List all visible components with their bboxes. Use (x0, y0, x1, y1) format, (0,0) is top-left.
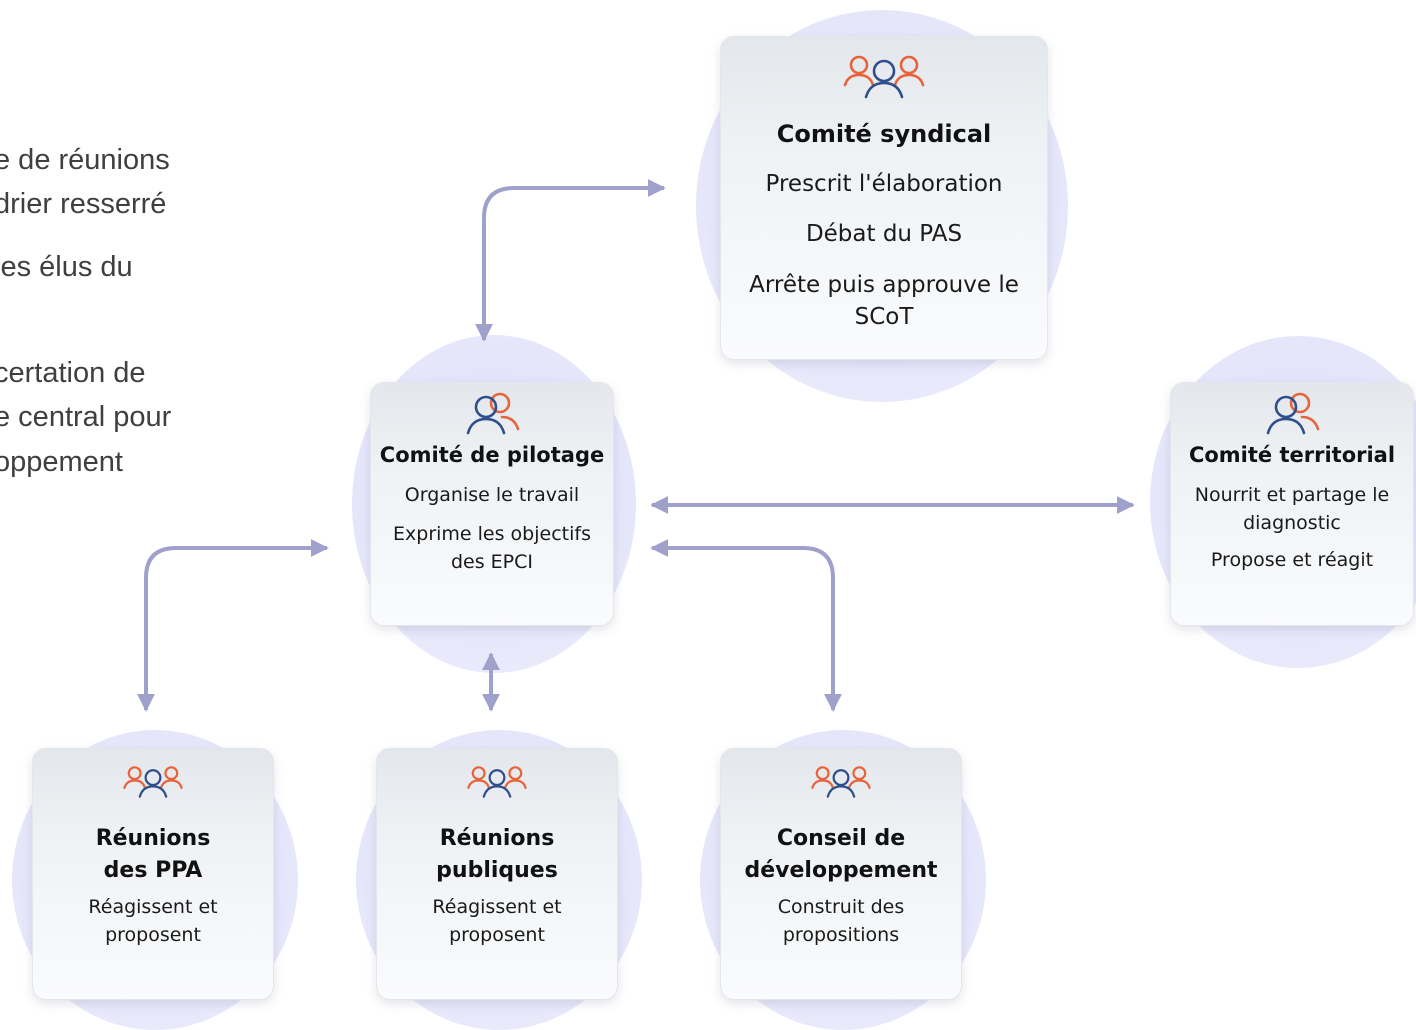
node-reunions-ppa: Réunions des PPA Réagissent et proposent (32, 748, 274, 1000)
group-three-people-icon (467, 766, 527, 798)
connectors (137, 179, 1135, 712)
intro-line: e central pour (0, 401, 172, 433)
two-people-icon (1266, 392, 1320, 435)
node-title: Conseil de développement (744, 826, 938, 883)
node-line: Débat du PAS (805, 221, 963, 247)
node-title: Réunions publiques (436, 826, 558, 883)
connector-pilotage-syndical (475, 179, 666, 342)
node-line: Propose et réagit (1210, 549, 1374, 571)
group-three-people-icon (811, 766, 871, 798)
node-comite-territorial: Comité territorial Nourrit et partage le… (1170, 382, 1414, 626)
node-line: Organise le travail (404, 484, 580, 506)
node-line: Prescrit l'élaboration (765, 171, 1003, 197)
group-three-people-icon (843, 55, 925, 99)
node-conseil-developpement: Conseil de développement Construit des p… (720, 748, 962, 1000)
node-line: Nourrit et partage le diagnostic (1194, 484, 1390, 534)
intro-line: oppement (0, 446, 123, 478)
node-reunions-publiques: Réunions publiques Réagissent et propose… (376, 748, 618, 1000)
node-line: Réagissent et proposent (432, 896, 562, 946)
intro-line: certation de (0, 357, 146, 389)
node-title: Comité territorial (1188, 443, 1396, 467)
node-line: Construit des propositions (777, 896, 905, 946)
node-line: Exprime les objectifs des EPCI (393, 523, 591, 573)
node-line: Arrête puis approuve le SCoT (749, 272, 1019, 330)
node-title: Comité syndical (776, 120, 992, 148)
intro-text: e de réunions drier resserré les élus du… (0, 0, 240, 520)
node-comite-pilotage: Comité de pilotage Organise le travail E… (370, 382, 614, 626)
node-title: Réunions des PPA (95, 826, 211, 883)
intro-line: e de réunions (0, 144, 170, 176)
group-three-people-icon (123, 766, 183, 798)
node-line: Réagissent et proposent (88, 896, 218, 946)
connector-pilotage-conseil (650, 539, 842, 712)
node-comite-syndical: Comité syndical Prescrit l'élaboration D… (720, 36, 1048, 360)
connector-pilotage-ppa (137, 539, 329, 712)
intro-line: les élus du (0, 251, 133, 283)
two-people-icon (466, 392, 520, 435)
node-title: Comité de pilotage (379, 443, 605, 467)
intro-line: drier resserré (0, 188, 167, 220)
